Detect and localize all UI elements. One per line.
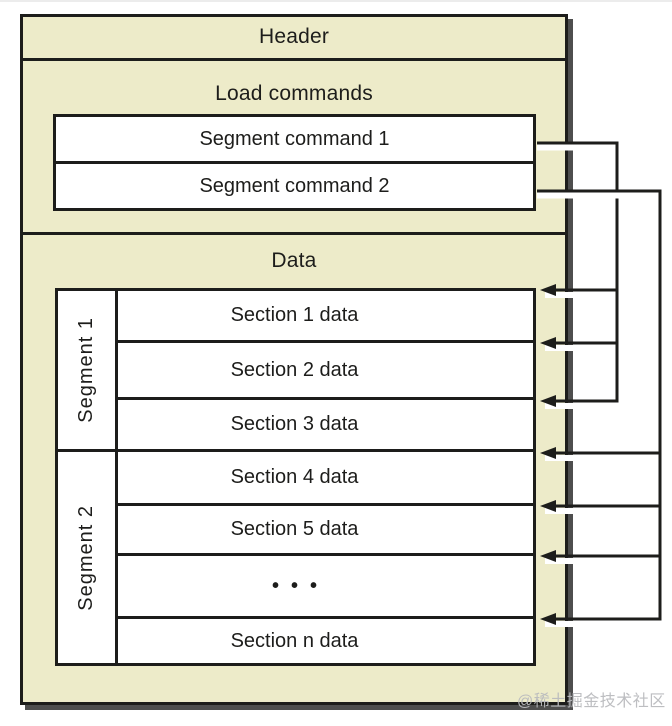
segment-command-row: Segment command 1 (56, 117, 533, 164)
top-edge-artifact (0, 0, 672, 2)
section-row: Section 1 data (118, 291, 533, 343)
segment-2-label: Segment 2 (75, 504, 97, 611)
header-divider (20, 58, 568, 61)
section-row-label: Section 1 data (230, 304, 359, 326)
section-row-label: Section n data (230, 629, 359, 652)
juejin-watermark: @稀土掘金技术社区 (517, 693, 666, 710)
segment-command-row: Segment command 2 (56, 164, 533, 208)
load-commands-title: Load commands (215, 82, 373, 105)
section-table: Segment 1 Segment 2 Section 1 data Secti… (55, 288, 536, 666)
section-row-label: Section 4 data (230, 466, 359, 488)
section-row-ellipsis: ••• (118, 556, 533, 619)
section-rows-column: Section 1 data Section 2 data Section 3 … (118, 291, 533, 663)
section-row: Section 2 data (118, 343, 533, 400)
ellipsis-label: ••• (271, 574, 329, 597)
section-row: Section 5 data (118, 506, 533, 556)
segment-1-label: Segment 1 (75, 317, 97, 423)
section-row: Section 3 data (118, 400, 533, 452)
section-row: Section n data (118, 619, 533, 663)
section-row-label: Section 2 data (230, 358, 359, 381)
segment-label-column: Segment 1 Segment 2 (58, 291, 118, 663)
segment-1-cell: Segment 1 (58, 291, 115, 452)
section-row-label: Section 5 data (230, 518, 359, 540)
header-band-title: Header (258, 25, 330, 48)
data-band-title: Data (271, 249, 317, 272)
load-data-divider (20, 232, 568, 235)
segment-command-1-label: Segment command 1 (199, 127, 390, 150)
segment-command-2-label: Segment command 2 (199, 174, 390, 197)
segment-commands-box: Segment command 1 Segment command 2 (53, 114, 536, 211)
segment-2-cell: Segment 2 (58, 452, 115, 663)
section-row-label: Section 3 data (230, 413, 359, 435)
section-row: Section 4 data (118, 452, 533, 506)
